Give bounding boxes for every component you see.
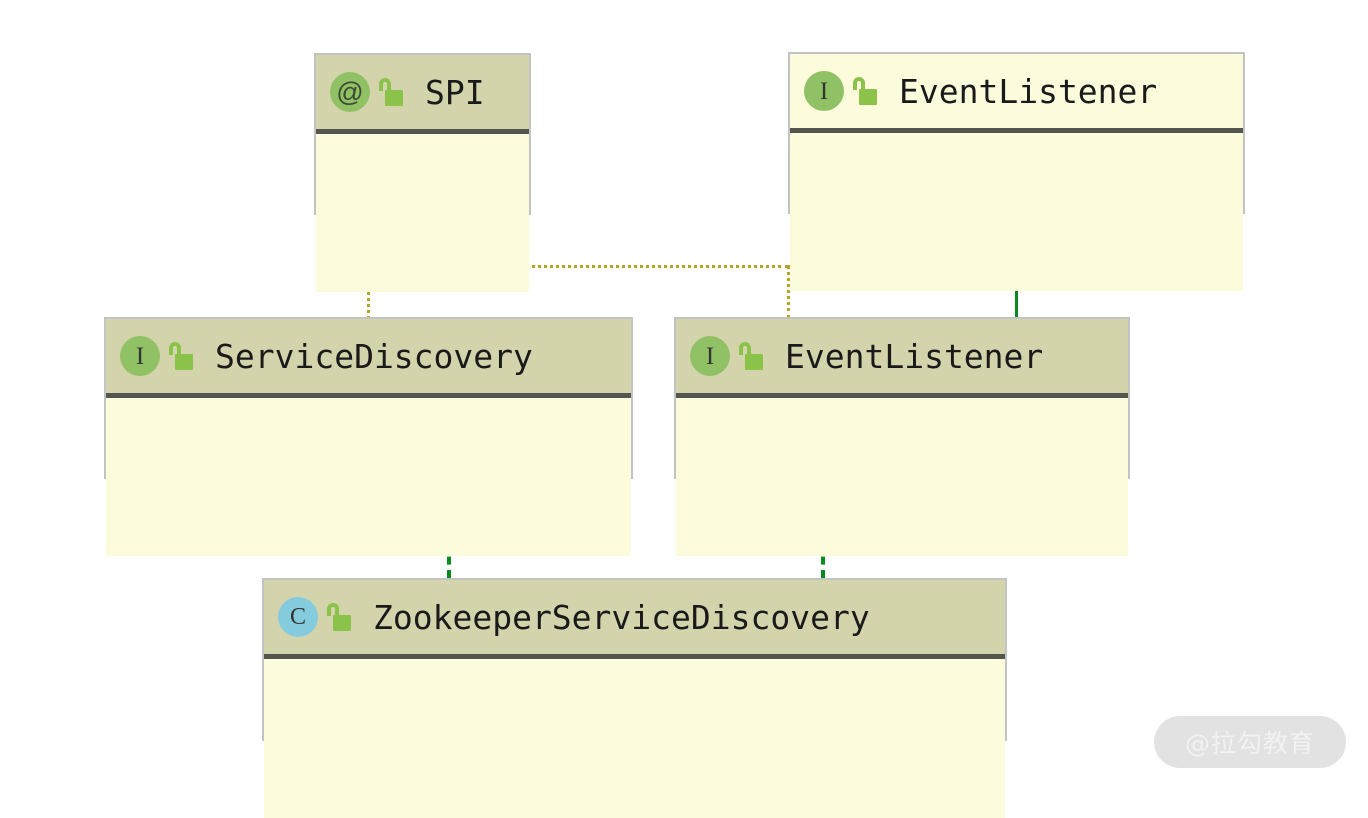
class-box-service-discovery[interactable]: I ServiceDiscovery [104,317,633,556]
class-name-event-listener-mid: EventListener [785,336,1044,376]
class-members-spi [316,134,529,292]
class-header-zookeeper-service-discovery: C ZookeeperServiceDiscovery [264,580,1005,659]
open-padlock-icon [851,75,877,107]
class-members-zookeeper-service-discovery [264,659,1005,818]
class-header-event-listener-top: I EventListener [790,54,1243,133]
watermark: @拉勾教育 [1154,716,1346,768]
class-header-event-listener-mid: I EventListener [676,319,1128,398]
annotation-badge-icon: @ [330,72,370,112]
class-box-event-listener-top[interactable]: I EventListener [788,52,1245,291]
class-members-service-discovery [106,398,631,556]
class-members-event-listener-mid [676,398,1128,556]
class-name-service-discovery: ServiceDiscovery [215,336,533,376]
class-name-event-listener-top: EventListener [899,71,1158,111]
class-members-event-listener-top [790,133,1243,291]
open-padlock-icon [167,340,193,372]
edge-spi-to-event-listener-vertical-b [787,265,790,319]
interface-badge-icon: I [804,71,844,111]
watermark-text: @拉勾教育 [1184,729,1315,758]
class-name-spi: SPI [425,72,485,112]
class-header-service-discovery: I ServiceDiscovery [106,319,631,398]
class-header-spi: @ SPI [316,55,529,134]
interface-badge-icon: I [120,336,160,376]
interface-badge-icon: I [690,336,730,376]
diagram-canvas: @ SPI I EventListener I ServiceDiscovery [104,52,1346,818]
edge-spi-to-event-listener-horizontal [477,265,789,268]
class-box-spi[interactable]: @ SPI [314,53,531,292]
open-padlock-icon [377,76,403,108]
class-badge-icon: C [278,597,318,637]
class-box-event-listener-mid[interactable]: I EventListener [674,317,1130,556]
class-name-zookeeper-service-discovery: ZookeeperServiceDiscovery [373,597,870,637]
open-padlock-icon [737,340,763,372]
open-padlock-icon [325,601,351,633]
class-box-zookeeper-service-discovery[interactable]: C ZookeeperServiceDiscovery [262,578,1007,818]
